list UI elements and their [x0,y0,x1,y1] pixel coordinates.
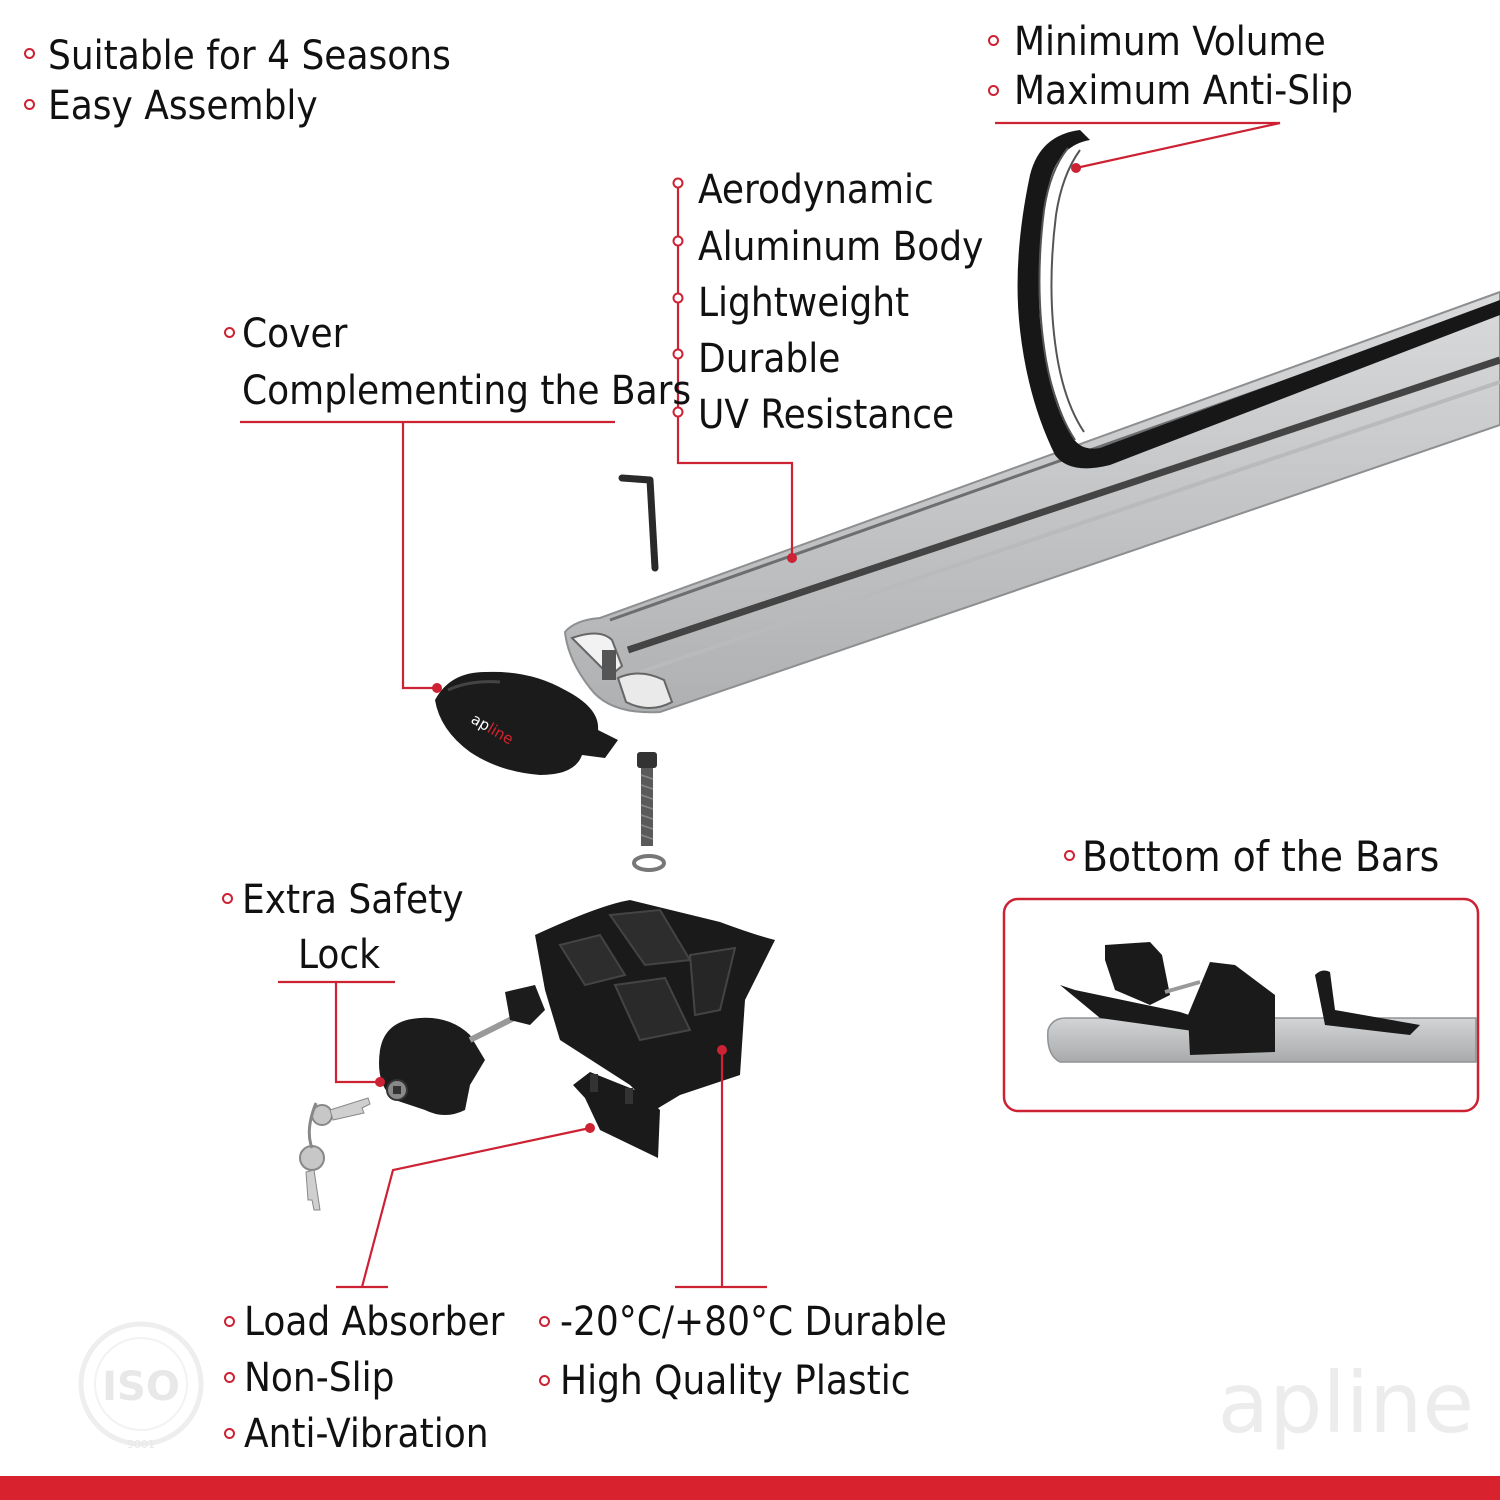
lock-label: Extra Safety [242,877,464,923]
footer-band [0,1476,1500,1500]
bullet-icon [224,1316,235,1327]
bullet-icon [222,893,233,904]
feature-lightweight: Lightweight [698,280,910,326]
bullet-icon [1064,850,1075,861]
feature-seasons: Suitable for 4 Seasons [48,33,451,79]
lock-icon [379,985,545,1115]
feature-quality-plastic: High Quality Plastic [560,1358,911,1404]
key-icon [299,1097,371,1211]
bullet-icon [224,327,235,338]
cover-label: Cover [242,311,348,357]
feature-uv-resistance: UV Resistance [698,392,955,438]
iso-number: 9001 [127,1438,155,1451]
iso-seal-icon: ISO 9001 [78,1321,204,1451]
bullet-icon [224,1428,235,1439]
lock-label-line2: Lock [298,932,380,978]
feature-anti-vibration: Anti-Vibration [244,1411,489,1457]
end-cover [435,671,618,775]
foot-pad [535,900,775,1110]
bullet-icon [24,99,35,110]
washer-icon [632,854,666,872]
screw-icon [637,752,657,846]
bullet-icon [988,35,999,46]
feature-non-slip: Non-Slip [244,1355,395,1401]
bullet-icon [539,1375,550,1386]
iso-text: ISO [102,1364,180,1410]
allen-key-icon [618,474,659,572]
feature-aluminum-body: Aluminum Body [698,224,984,270]
leader-lines [240,121,1281,1289]
cover-subtitle: Complementing the Bars [242,368,692,414]
rubber-strip [1017,130,1500,469]
feature-anti-slip: Maximum Anti-Slip [1014,68,1353,114]
feature-list-nodes [672,177,684,418]
clip-part [573,1072,660,1158]
brand-watermark: apline [1218,1354,1474,1452]
bottom-view-title: Bottom of the Bars [1082,832,1440,881]
bullet-icon [224,1372,235,1383]
feature-assembly: Easy Assembly [48,83,318,129]
bottom-view-panel [1002,897,1480,1113]
bullet-icon [988,85,999,96]
feature-durable: Durable [698,336,841,382]
leader-dots [375,163,1081,1133]
feature-temperature: -20°C/+80°C Durable [560,1299,947,1345]
bullet-icon [24,48,35,59]
feature-load-absorber: Load Absorber [244,1299,505,1345]
bullet-icon [539,1316,550,1327]
feature-minimum-volume: Minimum Volume [1014,19,1326,65]
feature-aerodynamic: Aerodynamic [698,167,934,213]
